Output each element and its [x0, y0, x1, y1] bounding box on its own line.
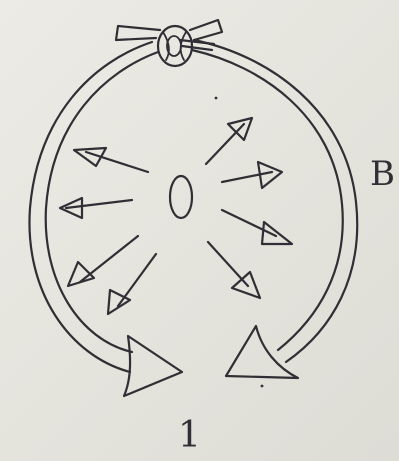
radial-arrow-lower-left [68, 236, 138, 286]
bottom-label: 1 [178, 418, 201, 454]
ink-speck [215, 97, 218, 100]
radial-arrow-upper-right [206, 118, 252, 164]
outer-loop-right [192, 40, 357, 362]
radial-arrow-right-upper [222, 162, 282, 188]
radial-arrow-lower-right [208, 242, 260, 298]
center-oval [170, 176, 192, 218]
side-label: B [370, 157, 395, 191]
bottom-left-arrowhead-icon [124, 336, 182, 396]
ink-speck [261, 385, 264, 388]
radial-arrow-lower-left-inner [108, 254, 156, 314]
outer-loop-left [29, 42, 158, 372]
bottom-right-arrowhead-icon [226, 326, 298, 378]
radial-arrow-right-lower [222, 210, 292, 244]
radial-arrow-left [60, 198, 132, 218]
radial-arrow-upper-left [74, 148, 148, 172]
